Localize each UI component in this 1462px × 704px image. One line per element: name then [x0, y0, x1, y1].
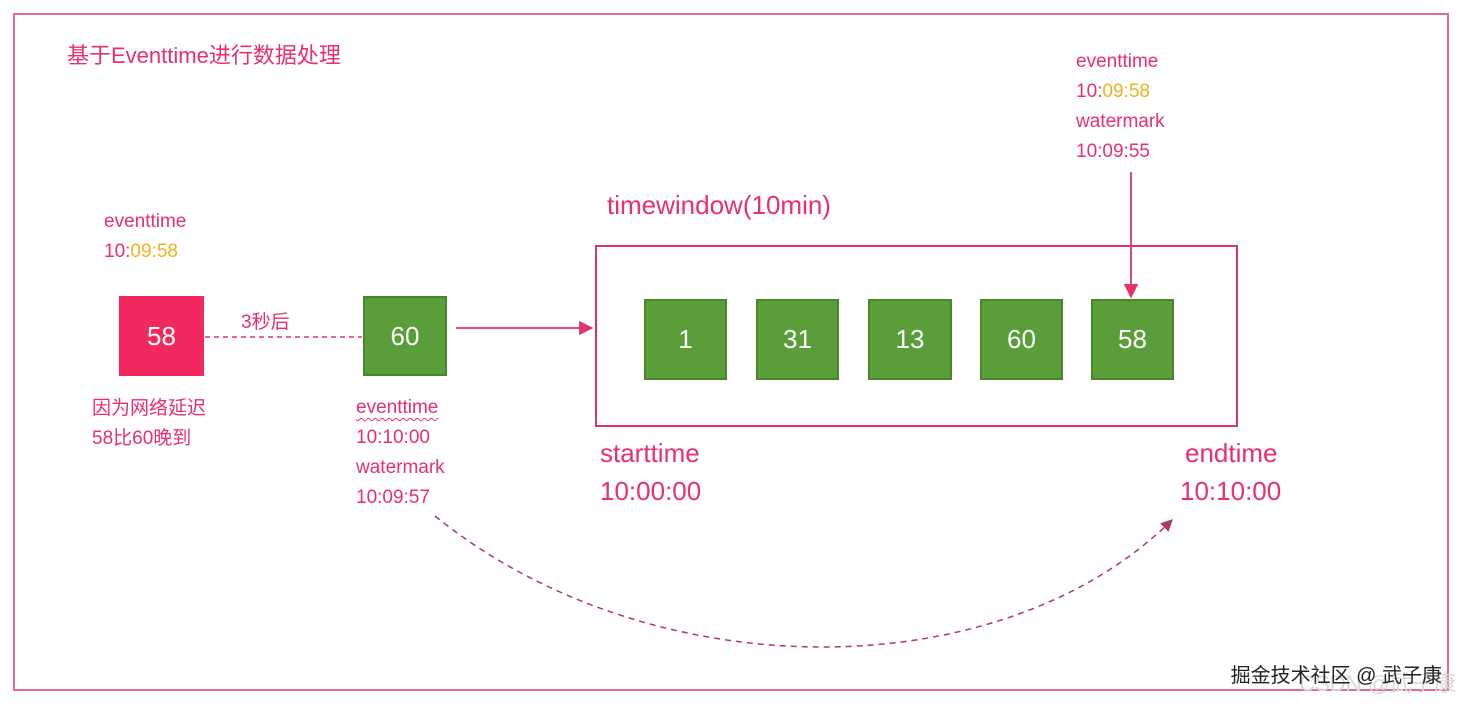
late-event-note: 因为网络延迟 58比60晚到 — [92, 394, 206, 454]
watermark-ghost-text: CSDN @武子康 — [1299, 671, 1456, 696]
left-eventtime-prefix: 10: — [104, 241, 131, 262]
current-eventtime-value: 10:10:00 — [356, 427, 430, 448]
current-watermark-label: watermark — [356, 457, 445, 478]
late-event-note-line2: 58比60晚到 — [92, 428, 192, 449]
late-event-note-line1: 因为网络延迟 — [92, 398, 207, 419]
current-eventtime-label: eventtime — [356, 397, 439, 418]
window-start: starttime 10:00:00 — [600, 434, 701, 510]
curved-dashed-arrow — [434, 515, 1173, 648]
left-eventtime-block: eventtime 10:09:58 — [104, 207, 186, 267]
window-start-label: starttime — [600, 438, 700, 468]
diagram-frame — [13, 13, 1449, 691]
current-event-info: eventtime 10:10:00 watermark 10:09:57 — [356, 393, 445, 513]
current-event-box: 60 — [363, 296, 447, 376]
window-title: timewindow(10min) — [607, 190, 831, 220]
current-watermark-value: 10:09:57 — [356, 487, 430, 508]
window-item: 1 — [644, 299, 727, 380]
top-right-watermark-value: 10:09:55 — [1076, 141, 1150, 162]
window-item: 60 — [980, 299, 1063, 380]
left-eventtime-value: 10:09:58 — [104, 237, 186, 267]
diagram-title: 基于Eventtime进行数据处理 — [67, 43, 341, 68]
time-window — [595, 245, 1238, 427]
top-right-watermark-label: watermark — [1076, 111, 1165, 132]
left-eventtime-label: eventtime — [104, 211, 187, 232]
left-eventtime-highlight: 09:58 — [130, 241, 178, 262]
window-item: 31 — [756, 299, 839, 380]
window-item: 13 — [868, 299, 952, 380]
top-right-eventtime-highlight: 09:58 — [1102, 81, 1150, 102]
top-right-eventtime-label: eventtime — [1076, 51, 1159, 72]
delay-label: 3秒后 — [241, 312, 290, 333]
top-right-eventtime-prefix: 10: — [1076, 81, 1103, 102]
window-item: 58 — [1091, 299, 1174, 380]
credit-text: 掘金技术社区 @ 武子康 — [1230, 665, 1442, 687]
window-end-value: 10:10:00 — [1180, 476, 1282, 506]
top-right-info: eventtime 10:09:58 watermark 10:09:55 — [1076, 47, 1165, 167]
window-end-label: endtime — [1185, 438, 1278, 468]
late-event-box: 58 — [119, 296, 204, 376]
top-right-eventtime-value: 10:09:58 — [1076, 77, 1165, 107]
window-end: endtime 10:10:00 — [1180, 434, 1281, 510]
window-start-value: 10:00:00 — [600, 476, 702, 506]
